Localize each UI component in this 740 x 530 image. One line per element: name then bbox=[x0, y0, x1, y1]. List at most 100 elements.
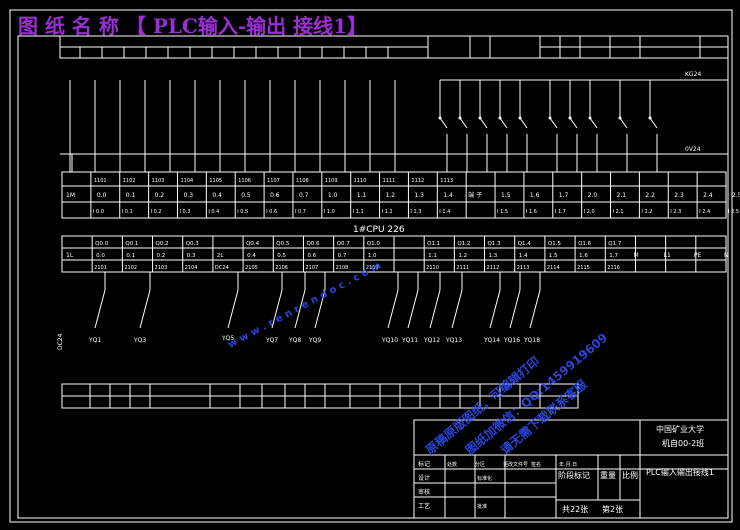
sheet-number: 第2张 bbox=[602, 504, 623, 514]
input-channel: 0.2 bbox=[155, 192, 165, 199]
input-1m-label: 1M bbox=[66, 192, 75, 199]
svg-text:YQ13: YQ13 bbox=[445, 337, 462, 344]
output-coil: YQ10 bbox=[381, 272, 399, 344]
output-address: 0.5 bbox=[277, 253, 286, 259]
input-channel: 0.3 bbox=[183, 192, 193, 199]
input-channel: 1.0 bbox=[328, 192, 338, 199]
svg-text:YQ11: YQ11 bbox=[401, 337, 418, 344]
input-channel: 1.3 bbox=[414, 192, 424, 199]
drawing-name: PLC输入输出接线1 bbox=[646, 467, 714, 477]
output-channel: Q0.0 bbox=[95, 241, 109, 247]
output-terminal: 2112 bbox=[487, 265, 500, 271]
input-switch bbox=[588, 80, 598, 172]
input-switch bbox=[498, 80, 508, 172]
input-terminal-number: 1102 bbox=[123, 178, 136, 184]
input-address: I 1.7 bbox=[555, 209, 566, 215]
output-channel: Q0.5 bbox=[276, 241, 290, 247]
output-terminal: 2110 bbox=[426, 265, 439, 271]
output-terminal: DC24 bbox=[215, 265, 229, 271]
output-address: 1.6 bbox=[579, 253, 588, 259]
output-terminal: 2104 bbox=[185, 265, 198, 271]
output-coil: YQ16 bbox=[503, 272, 521, 344]
input-address: I 0.4 bbox=[208, 209, 219, 215]
power-label: L1 bbox=[664, 252, 671, 259]
output-address: 0.3 bbox=[187, 253, 196, 259]
input-channel: 0.6 bbox=[270, 192, 280, 199]
output-terminal: 2114 bbox=[547, 265, 560, 271]
input-address: I 0.6 bbox=[266, 209, 277, 215]
input-address: I 0.0 bbox=[93, 209, 104, 215]
svg-text:YQ7: YQ7 bbox=[265, 337, 278, 344]
sheets-total: 共22张 bbox=[562, 505, 588, 514]
output-terminal: 2111 bbox=[456, 265, 469, 271]
output-channel: Q1.7 bbox=[608, 241, 622, 247]
input-address: I 2.5 bbox=[728, 209, 739, 215]
input-address: I 1.6 bbox=[526, 209, 537, 215]
output-channel: Q1.3 bbox=[488, 241, 502, 247]
output-coil: YQ7 bbox=[265, 272, 283, 344]
output-terminal: 2108 bbox=[336, 265, 349, 271]
output-terminal: 2103 bbox=[155, 265, 168, 271]
svg-text:YQ3: YQ3 bbox=[133, 337, 146, 344]
title-block-col: 分区 bbox=[475, 461, 485, 468]
input-address: I 1.3 bbox=[410, 209, 421, 215]
input-switch bbox=[438, 80, 448, 172]
input-terminal-number: 1113 bbox=[440, 178, 453, 184]
input-channel: 1.2 bbox=[386, 192, 396, 199]
input-switch bbox=[648, 80, 658, 172]
output-channel: Q0.6 bbox=[306, 241, 320, 247]
input-channel: 0.1 bbox=[126, 192, 136, 199]
input-switch bbox=[458, 80, 468, 172]
title-block-row: 设计 bbox=[418, 474, 430, 482]
output-terminal: 2102 bbox=[124, 265, 137, 271]
input-address: I 2.2 bbox=[641, 209, 652, 215]
input-address: I 1.5 bbox=[497, 209, 508, 215]
input-address: I 2.1 bbox=[613, 209, 624, 215]
output-address: 1.3 bbox=[489, 253, 498, 259]
output-address: 1.7 bbox=[609, 253, 618, 259]
input-switch bbox=[618, 80, 628, 172]
input-terminal-number: 1108 bbox=[296, 178, 309, 184]
input-channel: 1.1 bbox=[357, 192, 367, 199]
svg-text:YQ1: YQ1 bbox=[88, 337, 101, 344]
input-channel: 1.6 bbox=[530, 192, 540, 199]
output-address: 1.4 bbox=[519, 253, 528, 259]
output-coil: YQ5 bbox=[221, 272, 239, 342]
output-channel: Q1.6 bbox=[578, 241, 592, 247]
power-label: PE bbox=[694, 252, 702, 259]
side-label: DC24 bbox=[57, 333, 64, 350]
output-1l-label: 1L bbox=[66, 252, 74, 259]
input-terminal-number: 1104 bbox=[180, 178, 193, 184]
ground-label: 0V24 bbox=[685, 146, 701, 153]
stage-label: 阶段标记 bbox=[558, 470, 590, 480]
output-channel: Q0.3 bbox=[186, 241, 200, 247]
output-coil: YQ14 bbox=[483, 272, 501, 344]
input-address: I 0.7 bbox=[295, 209, 306, 215]
output-terminal: 2101 bbox=[94, 265, 107, 271]
svg-text:YQ5: YQ5 bbox=[221, 335, 234, 342]
output-terminal: 2106 bbox=[275, 265, 288, 271]
input-address: I 2.3 bbox=[670, 209, 681, 215]
svg-text:图纸加微信：QQ:1459919609: 图纸加微信：QQ:1459919609 bbox=[462, 330, 610, 458]
input-address: I 1.4 bbox=[439, 209, 450, 215]
output-channel: Q1.0 bbox=[367, 241, 381, 247]
output-channel: Q0.2 bbox=[156, 241, 169, 247]
output-address: 0.7 bbox=[338, 253, 347, 259]
outer-frame bbox=[9, 9, 733, 523]
title-block-col: 年.月.日 bbox=[559, 461, 577, 468]
input-terminal-number: 1111 bbox=[383, 178, 396, 184]
input-address: I 2.0 bbox=[584, 209, 595, 215]
title-block-col: 签名 bbox=[531, 461, 541, 468]
output-address: 0.0 bbox=[96, 253, 105, 259]
output-address: 0.2 bbox=[157, 253, 166, 259]
kg24-label: KG24 bbox=[685, 71, 701, 78]
output-terminal: 2107 bbox=[305, 265, 318, 271]
output-coil: YQ3 bbox=[133, 272, 151, 344]
output-coil: YQ11 bbox=[401, 272, 419, 344]
output-terminal: 2109 bbox=[366, 265, 379, 271]
title-block bbox=[413, 419, 729, 519]
output-coil: YQ1 bbox=[88, 272, 106, 344]
input-terminal-number: 1105 bbox=[209, 178, 222, 184]
input-terminal-number: 1101 bbox=[94, 178, 107, 184]
output-terminal: 2116 bbox=[607, 265, 620, 271]
